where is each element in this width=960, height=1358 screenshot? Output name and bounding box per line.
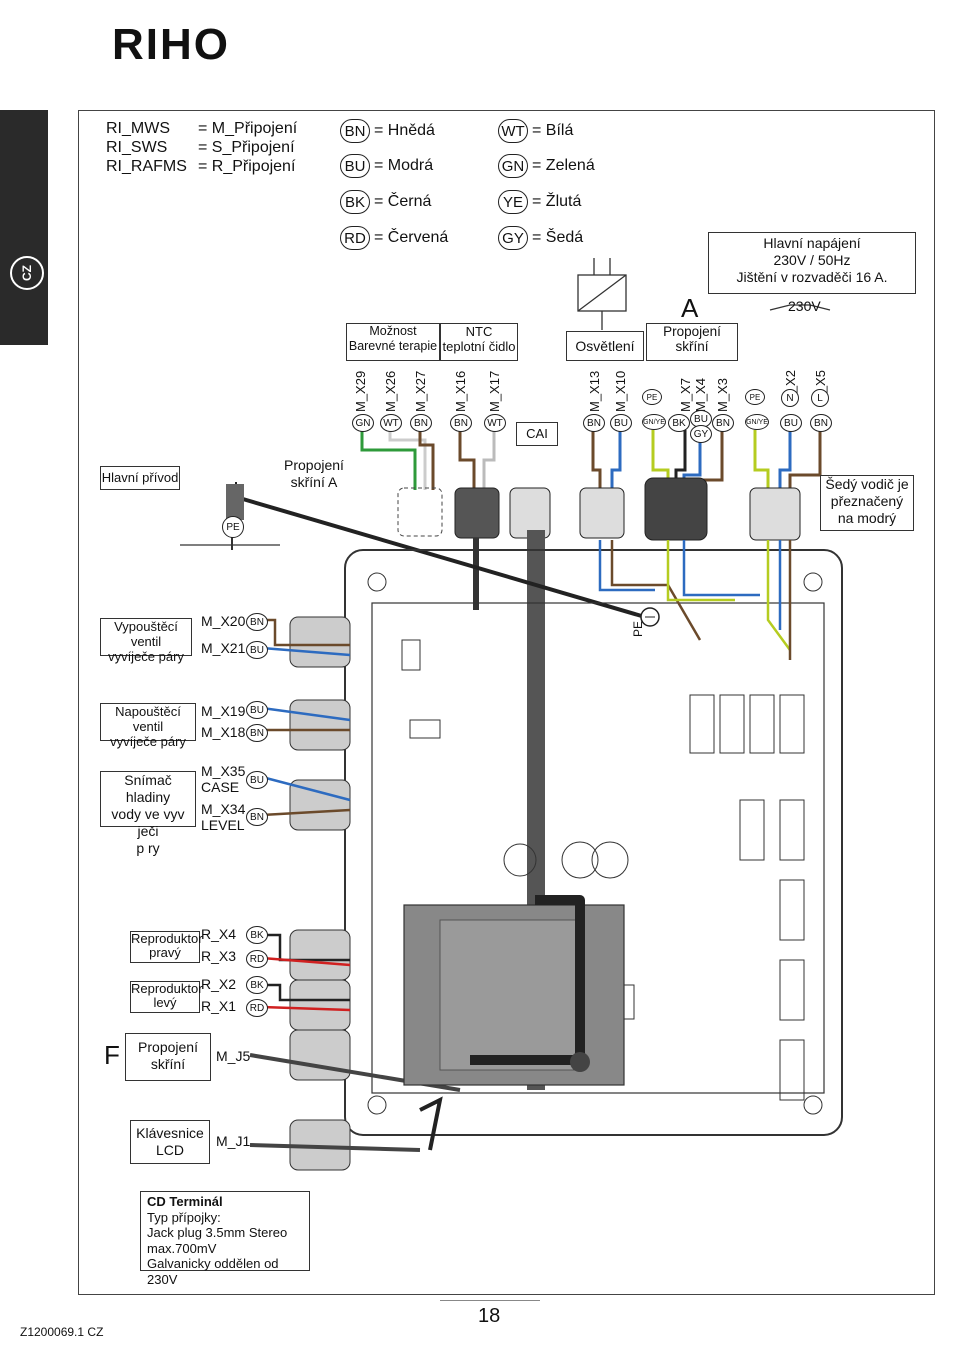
connector-label: R_X2 — [201, 976, 237, 992]
connector-label: M_J1 — [216, 1133, 251, 1149]
light-box: Osvětlení — [566, 331, 644, 361]
brand-logo: RIHO — [112, 20, 230, 69]
legend-value: = R_Připojení — [198, 158, 296, 175]
wire-code: BK — [246, 976, 268, 994]
wire-code: GY — [690, 425, 712, 443]
wire-code: BU — [246, 641, 268, 659]
wire-code: BN — [583, 414, 605, 432]
legend-key: RI_MWS — [106, 120, 170, 137]
connector-label: M_X17 — [487, 370, 502, 412]
wire-code: L — [811, 389, 829, 407]
wire-code: BN — [712, 414, 734, 432]
footer-divider — [440, 1300, 540, 1301]
wire-code: RD — [246, 950, 268, 968]
connector-label: R_X3 — [201, 948, 237, 964]
main-power-box: Hlavní napájení 230V / 50Hz Jištění v ro… — [708, 232, 916, 294]
wire-code: BU — [246, 771, 268, 789]
wire-code: BU — [610, 414, 632, 432]
connector-label: LEVEL — [201, 817, 245, 833]
wire-code: GN/YE — [745, 414, 769, 430]
main-supply-box: Hlavní přívod — [100, 466, 180, 490]
connector-label: M_X35 — [201, 763, 246, 779]
connector-label: M_X34 — [201, 801, 246, 817]
wire-code: RD — [246, 999, 268, 1017]
wire-code: BN — [810, 414, 832, 432]
wire-code: GN/YE — [642, 414, 666, 430]
color-code-wt: WT= Bílá — [498, 119, 573, 143]
cai-box: CAI — [516, 422, 558, 446]
connector-label: M_X16 — [453, 370, 468, 412]
wire-code: N — [781, 389, 799, 407]
page-number: 18 — [478, 1305, 501, 1327]
legend-value: = S_Připojení — [198, 139, 295, 156]
color-code-ye: YE= Žlutá — [498, 190, 581, 214]
color-code-bn: BN= Hnědá — [340, 119, 435, 143]
cd-terminal-box: CD Terminál Typ přípojky: Jack plug 3.5m… — [140, 1191, 310, 1287]
connector-label: M_X29 — [353, 370, 368, 412]
color-code-bu: BU= Modrá — [340, 154, 433, 178]
wire-code: BU — [780, 414, 802, 432]
connector-label: M_X26 — [383, 370, 398, 412]
legend-key: RI_SWS — [106, 139, 168, 156]
wire-code: BN — [246, 613, 268, 631]
wire-code: WT — [484, 414, 506, 432]
wire-code: BN — [246, 724, 268, 742]
wire-code: BK — [668, 414, 690, 432]
connector-label: CASE — [201, 779, 240, 795]
connector-label: M_X19 — [201, 703, 246, 719]
connector-label: M_X18 — [201, 724, 246, 740]
diagram-frame — [78, 110, 935, 1295]
wire-code: BN — [450, 414, 472, 432]
color-code-rd: RD= Červená — [340, 226, 448, 250]
connector-label: M_X20 — [201, 613, 246, 629]
pe-circle: PE — [222, 516, 244, 538]
connector-label: M_X3 — [715, 378, 730, 412]
connector-label: R_X4 — [201, 926, 237, 942]
color-code-bk: BK= Černá — [340, 190, 431, 214]
wire-code: GN — [352, 414, 374, 432]
connector-label: M_X7 — [678, 378, 693, 412]
wire-code: BK — [246, 926, 268, 944]
legend-key: RI_RAFMS — [106, 158, 187, 175]
connector-label: M_X21 — [201, 640, 246, 656]
connector-label: M_J5 — [216, 1048, 251, 1064]
footer-code: Z1200069.1 CZ — [20, 1325, 104, 1339]
pcb-pe-label: PE — [631, 620, 646, 638]
wire-code: WT — [380, 414, 402, 432]
wire-code: PE — [745, 389, 765, 405]
wire-code: BN — [410, 414, 432, 432]
connector-label: M_X27 — [413, 370, 428, 412]
connector-label: M_X13 — [587, 370, 602, 412]
label-a: A — [681, 293, 699, 323]
label-f: F — [104, 1040, 120, 1070]
color-code-gn: GN= Zelená — [498, 154, 595, 178]
language-tab: CZ — [0, 110, 48, 345]
connector-label: M_X4 — [693, 378, 708, 412]
wire-code: BN — [246, 808, 268, 826]
voltage-label: 230V — [788, 298, 821, 314]
model-legend: RI_MWS= M_Připojení RI_SWS= S_Připojení … — [106, 119, 297, 176]
connector-label: R_X1 — [201, 998, 237, 1014]
connector-label: M_X10 — [613, 370, 628, 412]
color-code-gy: GY= Šedá — [498, 226, 583, 250]
wire-code: PE — [642, 389, 662, 405]
wire-code: BU — [246, 701, 268, 719]
legend-value: = M_Připojení — [198, 120, 298, 137]
